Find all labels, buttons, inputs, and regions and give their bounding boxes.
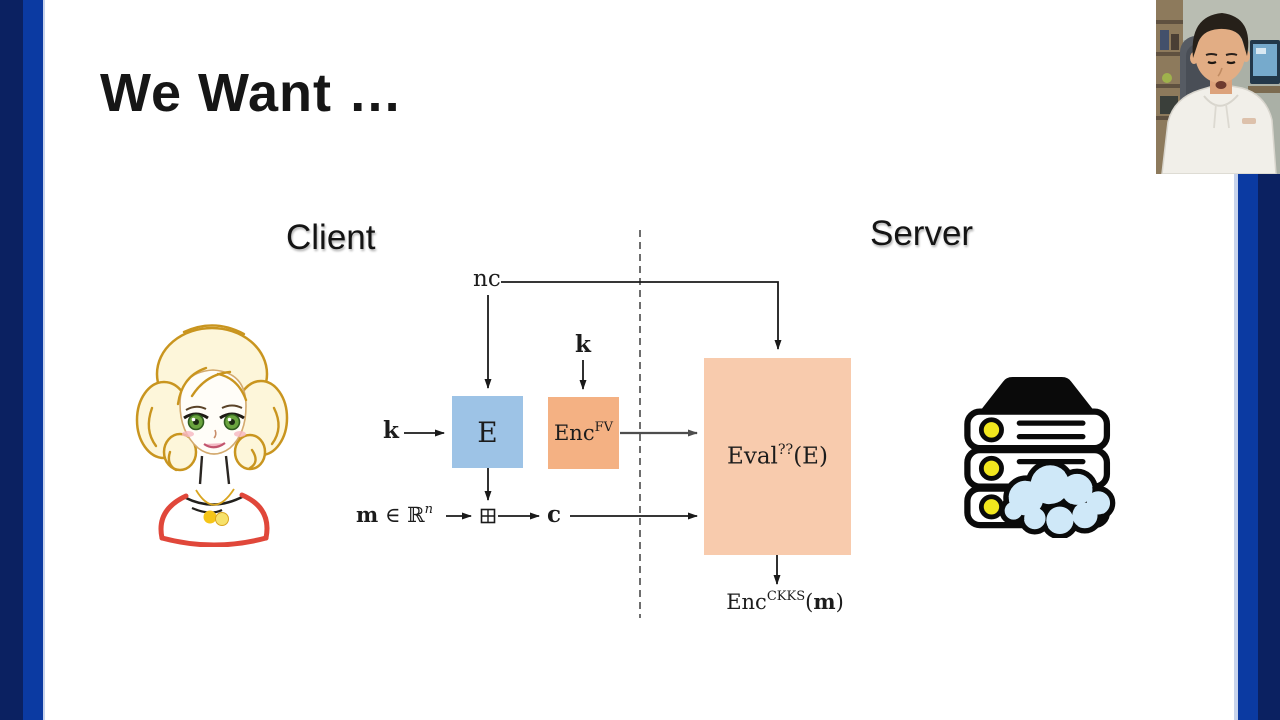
enc-fv-label: EncFV (553, 420, 614, 445)
enc-fv-box: EncFV (548, 397, 619, 469)
encoder-box: E (452, 396, 523, 468)
webcam-feed (1156, 0, 1280, 174)
message-label: m ∈ ℝn (356, 502, 433, 527)
eval-label: Eval??(E) (727, 442, 828, 470)
key-label-top: k (575, 331, 591, 358)
nc-label: nc (473, 266, 501, 292)
right-border-navy (1258, 0, 1280, 720)
server-rack-icon (964, 376, 1116, 538)
right-border-highlight (1234, 0, 1238, 720)
key-label-left: k (383, 417, 399, 444)
server-section-label: Server (870, 214, 974, 253)
left-border-blue (23, 0, 43, 720)
left-border-navy (0, 0, 23, 720)
boxed-plus-icon (480, 508, 496, 524)
left-border-highlight (43, 0, 45, 720)
encoder-box-label: E (477, 415, 498, 449)
slide-title: We Want … (100, 63, 403, 123)
client-avatar-illustration (135, 324, 289, 547)
right-border-blue (1238, 0, 1258, 720)
client-section-label: Client (286, 218, 376, 257)
eval-box: Eval??(E) (704, 358, 851, 555)
output-label: EncCKKS(m) (726, 589, 844, 614)
ciphertext-label: c (547, 501, 562, 528)
